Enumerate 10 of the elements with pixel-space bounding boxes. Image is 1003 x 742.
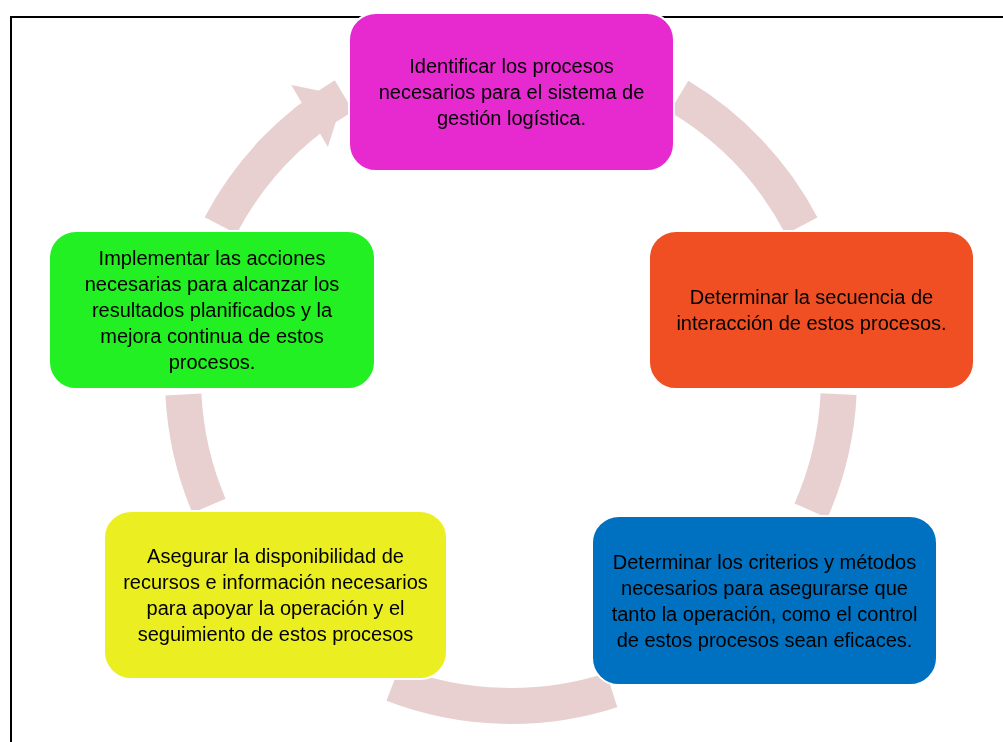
- process-box: [591, 515, 938, 686]
- process-box: [648, 230, 975, 390]
- step-text: Implementar las acciones necesarias para alcanzar los resultados planificados y la mejora continua de estos procesos.: [83, 246, 341, 375]
- step-text: Identificar los procesos necesarios para el sistema de gestión logística.: [377, 54, 646, 131]
- process-box: [48, 230, 376, 390]
- step-text: Determinar los criterios y métodos necesarios para asegurarse que tanto la operación, como el control de estos procesos sean eficaces.: [610, 549, 919, 653]
- process-box: [103, 510, 448, 680]
- process-box: [348, 12, 675, 172]
- step-text: Determinar la secuencia de interacción de estos procesos.: [675, 285, 948, 336]
- step-text: Asegurar la disponibilidad de recursos e información necesarios para apoyar la operación y el seguimiento de estos procesos: [122, 544, 429, 647]
